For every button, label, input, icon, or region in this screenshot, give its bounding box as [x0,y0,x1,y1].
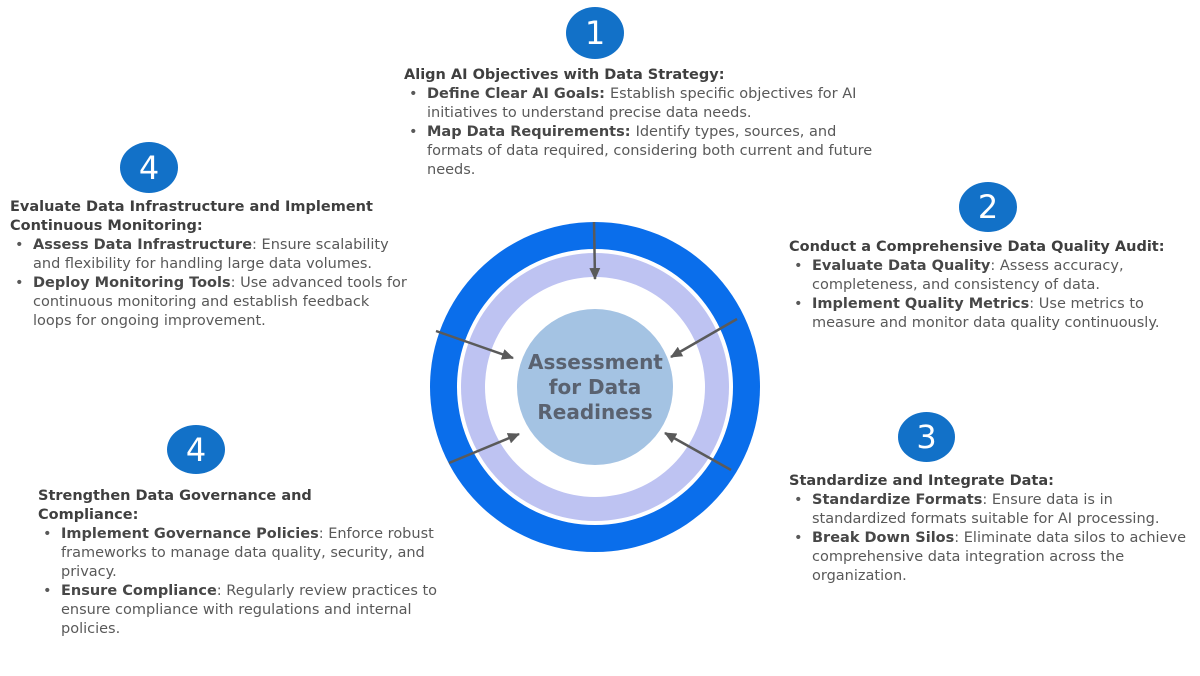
bullet-item: • Map Data Requirements: Identify types,… [404,123,882,180]
bullet-item: • Evaluate Data Quality: Assess accuracy… [789,257,1195,295]
bullet-text: : Use advanced tools for continuous moni… [33,275,407,329]
bullet-icon: • [409,124,418,140]
bullet-item: • Deploy Monitoring Tools: Use advanced … [10,274,412,331]
bullet-icon: • [15,237,24,253]
section-heading: Align AI Objectives with Data Strategy: [404,67,725,83]
bullet-lead: Assess Data Infrastructure [33,237,253,253]
section-infrastructure-monitoring: Evaluate Data Infrastructure and Impleme… [10,198,412,331]
bullet-item: • Implement Governance Policies: Enforce… [38,525,446,582]
bullet-icon: • [43,583,52,599]
section-heading: Standardize and Integrate Data: [789,473,1054,489]
section-align-ai-objectives: Align AI Objectives with Data Strategy: … [404,66,882,180]
center-circle: Assessment for Data Readiness [517,309,673,465]
bullet-text: : Ensure data is in standardized formats… [812,492,1160,527]
bullet-icon: • [15,275,24,291]
bullet-lead: Ensure Compliance [61,583,217,599]
bullet-text: : Assess accuracy, completeness, and con… [812,258,1124,293]
section-heading: Evaluate Data Infrastructure and Impleme… [10,199,373,234]
bullet-lead: Evaluate Data Quality [812,258,991,274]
bullet-text: : Ensure scalability and flexibility for… [33,237,389,272]
bullet-icon: • [794,296,803,312]
bullet-item: • Implement Quality Metrics: Use metrics… [789,295,1195,333]
step-badge-4-bottom-left: 4 [167,425,225,474]
bullet-item: • Break Down Silos: Eliminate data silos… [789,529,1189,586]
bullet-lead: Define Clear AI Goals: [427,86,611,102]
bullet-lead: Implement Governance Policies [61,526,319,542]
bullet-lead: Map Data Requirements: [427,124,636,140]
section-heading: Strengthen Data Governance and Complianc… [38,488,312,523]
section-heading: Conduct a Comprehensive Data Quality Aud… [789,239,1165,255]
bullet-icon: • [794,492,803,508]
center-title: Assessment for Data Readiness [528,349,663,424]
bullet-item: • Ensure Compliance: Regularly review pr… [38,582,446,639]
step-badge-1: 1 [566,7,624,59]
bullet-item: • Standardize Formats: Ensure data is in… [789,491,1189,529]
bullet-item: • Assess Data Infrastructure: Ensure sca… [10,236,412,274]
bullet-lead: Break Down Silos [812,530,955,546]
step-badge-2: 2 [959,182,1017,232]
bullet-text: Establish specific objectives for AI ini… [427,86,857,121]
bullet-text: Identify types, sources, and formats of … [427,124,873,178]
bullet-text: : Regularly review practices to ensure c… [61,583,438,637]
bullet-lead: Implement Quality Metrics [812,296,1030,312]
bullet-text: : Enforce robust frameworks to manage da… [61,526,434,580]
section-governance-compliance: Strengthen Data Governance and Complianc… [38,487,446,639]
step-badge-4-top-left: 4 [120,142,178,193]
section-data-quality-audit: Conduct a Comprehensive Data Quality Aud… [789,238,1195,333]
step-badge-3: 3 [898,412,955,462]
bullet-item: • Define Clear AI Goals: Establish speci… [404,85,882,123]
bullet-text: : Eliminate data silos to achieve compre… [812,530,1187,584]
bullet-text: : Use metrics to measure and monitor dat… [812,296,1160,331]
section-standardize-integrate: Standardize and Integrate Data: • Standa… [789,472,1189,586]
data-readiness-rings: Assessment for Data Readiness [430,222,760,552]
bullet-icon: • [794,258,803,274]
bullet-icon: • [794,530,803,546]
bullet-icon: • [43,526,52,542]
bullet-icon: • [409,86,418,102]
bullet-lead: Deploy Monitoring Tools [33,275,231,291]
bullet-lead: Standardize Formats [812,492,983,508]
